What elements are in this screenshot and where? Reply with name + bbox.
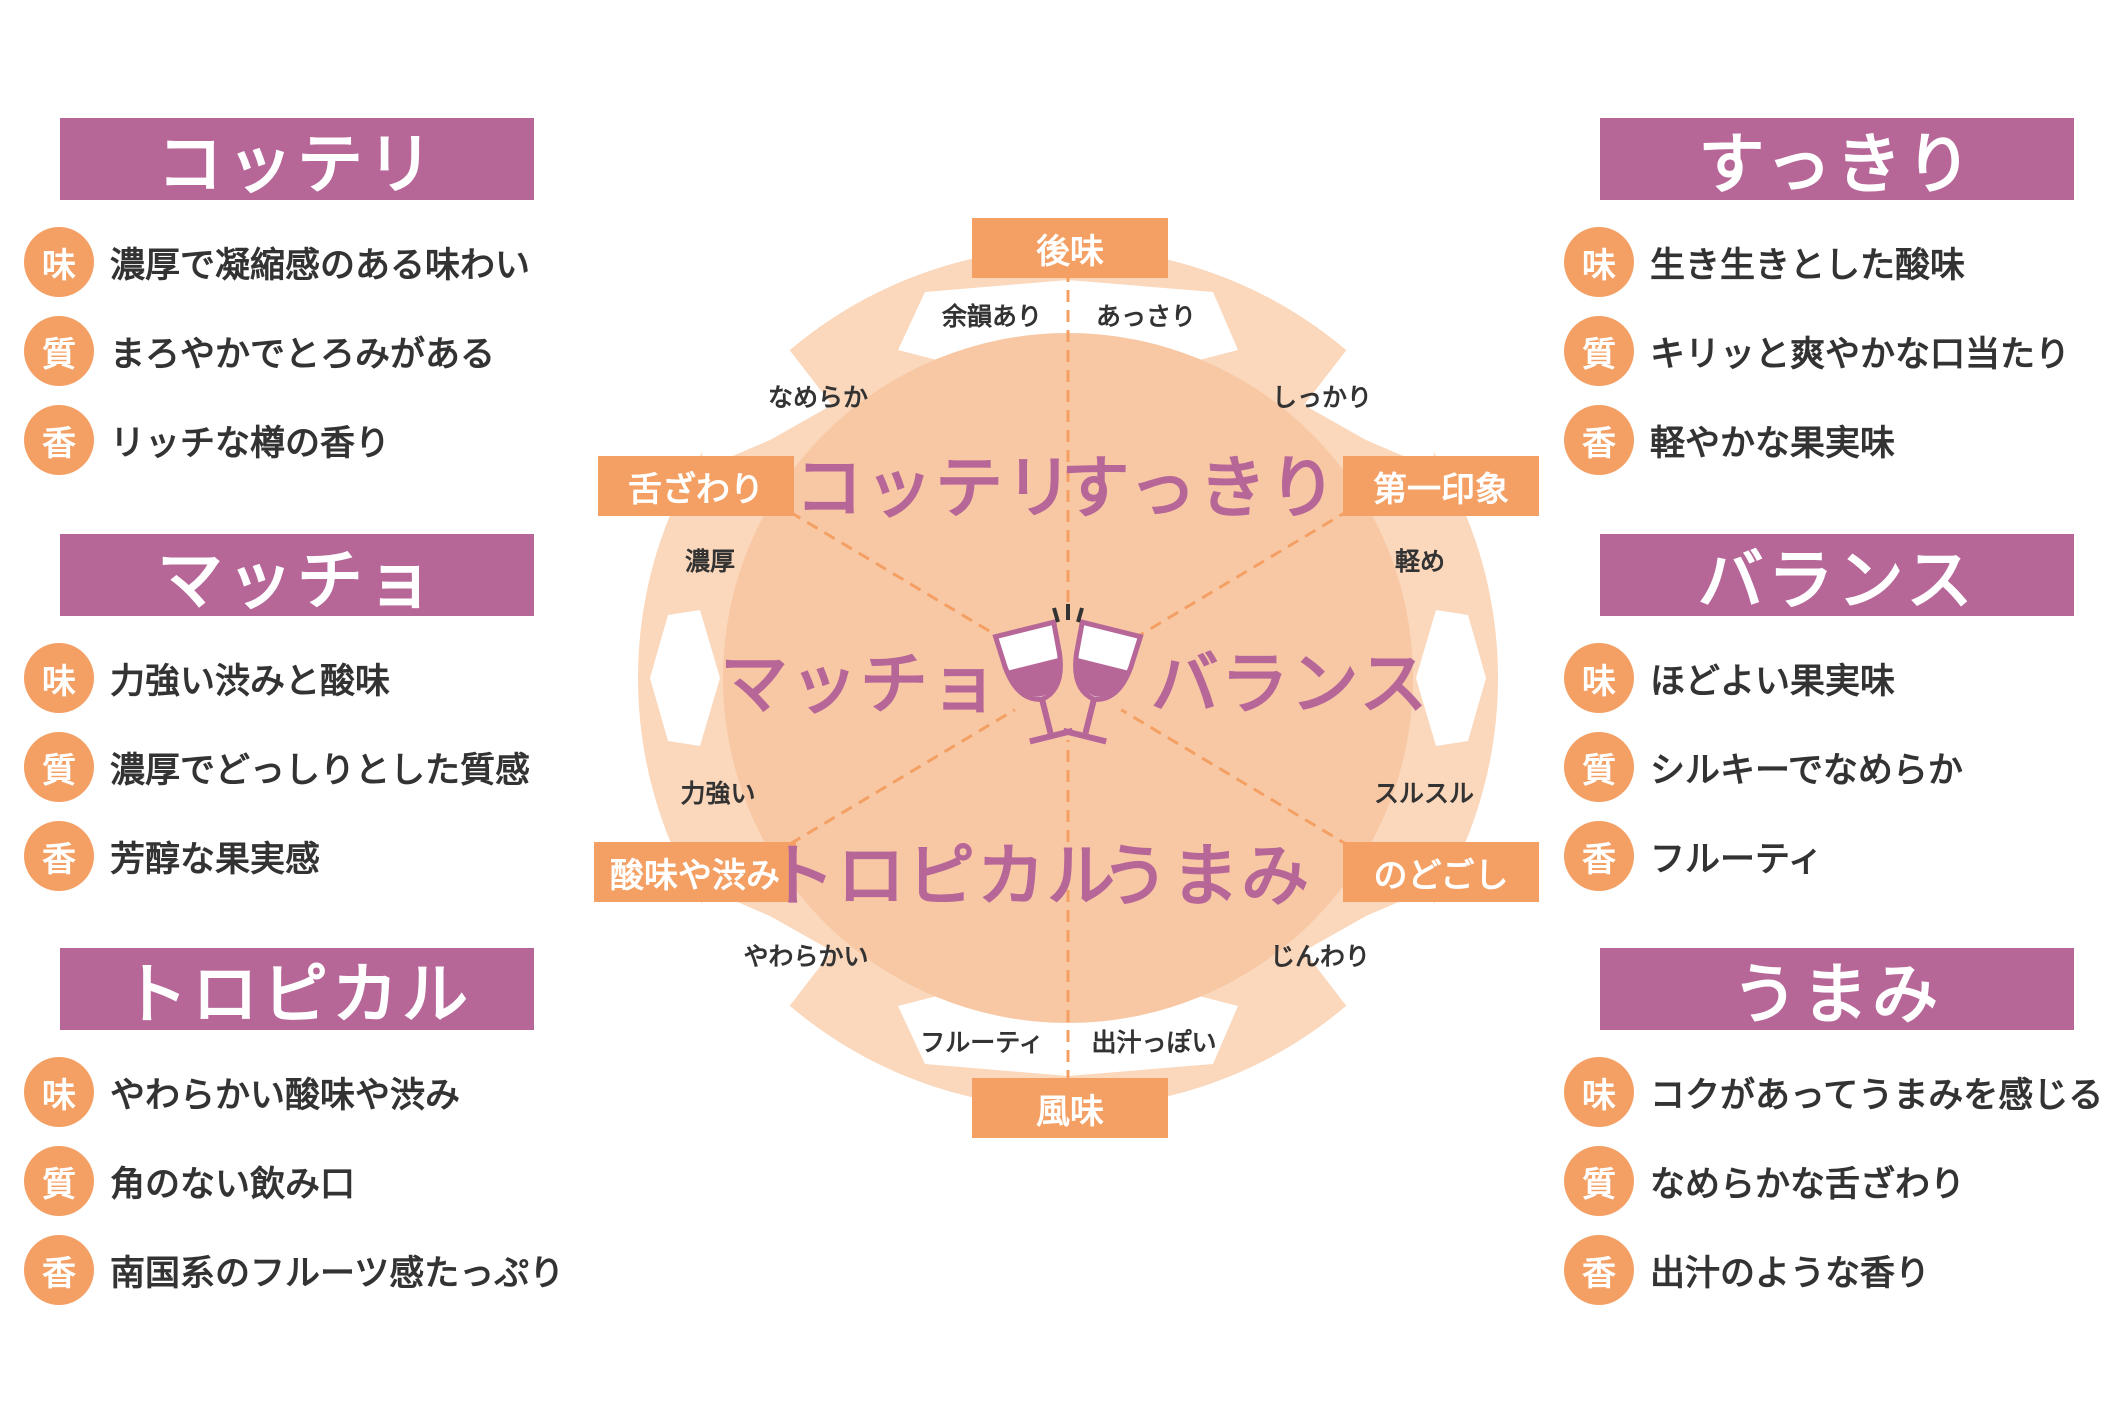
panel-title: マッチョ xyxy=(60,534,534,619)
sublabel-lower-left-b: やわらかい xyxy=(743,942,869,971)
badge-texture: 質 xyxy=(24,1146,94,1216)
attr-text: 濃厚でどっしりとした質感 xyxy=(110,750,531,791)
attr-text: フルーティ xyxy=(1650,839,1823,880)
badge-aroma: 香 xyxy=(1564,405,1634,475)
badge-taste: 味 xyxy=(24,643,94,713)
badge-texture: 質 xyxy=(1564,316,1634,386)
attr-text: やわらかい酸味や渋み xyxy=(110,1075,461,1116)
attr-text: 芳醇な果実感 xyxy=(110,839,321,880)
badge-aroma: 香 xyxy=(1564,1235,1634,1305)
sublabel-bottom-right: 出汁っぽい xyxy=(1091,1028,1217,1057)
attr-row-aroma: 香芳醇な果実感 xyxy=(24,820,320,892)
attr-text: 南国系のフルーツ感たっぷり xyxy=(110,1253,565,1294)
panel-title: すっきり xyxy=(1600,118,2074,203)
badge-aroma: 香 xyxy=(1564,821,1634,891)
attr-row-texture: 質キリッと爽やかな口当たり xyxy=(1564,315,2070,387)
badge-texture: 質 xyxy=(24,732,94,802)
sublabel-top-right: あっさり xyxy=(1095,302,1197,331)
attr-text: 軽やかな果実味 xyxy=(1650,423,1896,464)
sublabel-lower-left-a: 力強い xyxy=(680,779,756,808)
panel-title: コッテリ xyxy=(60,118,534,203)
segment-maccho: マッチョ xyxy=(719,645,1001,725)
axis-upper-right: 第一印象 xyxy=(1343,456,1539,516)
axis-upper-left: 舌ざわり xyxy=(598,456,794,516)
sublabel-upper-right-a: しっかり xyxy=(1271,383,1373,412)
panel-sukkiri: すっきり 味生き生きとした酸味 質キリッと爽やかな口当たり 香軽やかな果実味 xyxy=(1564,118,2126,478)
sublabel-upper-left-b: 濃厚 xyxy=(684,547,736,576)
attr-row-taste: 味やわらかい酸味や渋み xyxy=(24,1056,460,1128)
attr-row-aroma: 香リッチな樽の香り xyxy=(24,404,390,476)
badge-texture: 質 xyxy=(24,316,94,386)
badge-aroma: 香 xyxy=(24,821,94,891)
panel-title: うまみ xyxy=(1600,948,2074,1033)
wine-glasses-icon xyxy=(992,604,1144,745)
ring-notches xyxy=(650,280,1486,1076)
sublabel-bottom-left: フルーティ xyxy=(920,1028,1044,1057)
axis-lower-right: のどごし xyxy=(1343,842,1539,902)
badge-taste: 味 xyxy=(24,1057,94,1127)
attr-row-texture: 質まろやかでとろみがある xyxy=(24,315,495,387)
attr-row-taste: 味ほどよい果実味 xyxy=(1564,642,1895,714)
attr-row-taste: 味濃厚で凝縮感のある味わい xyxy=(24,226,530,298)
segment-balance: バランス xyxy=(1150,645,1430,725)
attr-row-texture: 質角のない飲み口 xyxy=(24,1145,355,1217)
attr-text: なめらかな舌ざわり xyxy=(1650,1164,1966,1205)
attr-text: リッチな樽の香り xyxy=(110,423,391,464)
segment-sukkiri: すっきり xyxy=(1061,449,1339,529)
panel-tropical: トロピカル 味やわらかい酸味や渋み 質角のない飲み口 香南国系のフルーツ感たっぷ… xyxy=(24,948,614,1308)
sublabel-lower-right-b: じんわり xyxy=(1269,942,1371,971)
badge-taste: 味 xyxy=(1564,1057,1634,1127)
attr-text: キリッと爽やかな口当たり xyxy=(1650,334,2071,375)
axis-lower-left: 酸味や渋み xyxy=(594,842,796,902)
attr-text: ほどよい果実味 xyxy=(1650,661,1896,702)
segment-tropical: トロピカル xyxy=(766,837,1118,917)
badge-taste: 味 xyxy=(1564,227,1634,297)
panel-balance: バランス 味ほどよい果実味 質シルキーでなめらか 香フルーティ xyxy=(1564,534,2126,894)
attr-row-texture: 質濃厚でどっしりとした質感 xyxy=(24,731,530,803)
badge-texture: 質 xyxy=(1564,1146,1634,1216)
attr-text: まろやかでとろみがある xyxy=(110,334,496,375)
attr-text: 生き生きとした酸味 xyxy=(1650,245,1966,286)
sublabel-lower-right-a: スルスル xyxy=(1373,779,1475,808)
panel-umami: うまみ 味コクがあってうまみを感じる 質なめらかな舌ざわり 香出汁のような香り xyxy=(1564,948,2126,1308)
attr-row-texture: 質なめらかな舌ざわり xyxy=(1564,1145,1965,1217)
attr-text: 力強い渋みと酸味 xyxy=(110,661,391,702)
attr-text: コクがあってうまみを感じる xyxy=(1650,1075,2104,1116)
attr-row-taste: 味生き生きとした酸味 xyxy=(1564,226,1965,298)
axis-bottom: 風味 xyxy=(972,1078,1168,1138)
attr-text: シルキーでなめらか xyxy=(1650,750,1963,791)
segment-kotteri: コッテリ xyxy=(794,449,1076,529)
badge-aroma: 香 xyxy=(24,405,94,475)
badge-taste: 味 xyxy=(1564,643,1634,713)
sublabel-upper-right-b: 軽め xyxy=(1394,547,1446,576)
attr-row-aroma: 香南国系のフルーツ感たっぷり xyxy=(24,1234,564,1306)
segment-umami: うまみ xyxy=(1100,837,1312,917)
attr-row-taste: 味コクがあってうまみを感じる xyxy=(1564,1056,2103,1128)
attr-text: 出汁のような香り xyxy=(1650,1253,1931,1294)
attr-text: 濃厚で凝縮感のある味わい xyxy=(110,245,531,286)
attr-row-aroma: 香フルーティ xyxy=(1564,820,1823,892)
sublabel-top-left: 余韻あり xyxy=(941,302,1043,331)
panel-title: バランス xyxy=(1600,534,2074,619)
attr-row-taste: 味力強い渋みと酸味 xyxy=(24,642,390,714)
panel-maccho: マッチョ 味力強い渋みと酸味 質濃厚でどっしりとした質感 香芳醇な果実感 xyxy=(24,534,614,894)
badge-texture: 質 xyxy=(1564,732,1634,802)
attr-row-aroma: 香出汁のような香り xyxy=(1564,1234,1930,1306)
attr-text: 角のない飲み口 xyxy=(110,1164,356,1205)
attr-row-aroma: 香軽やかな果実味 xyxy=(1564,404,1895,476)
sublabel-upper-left-a: なめらか xyxy=(767,383,869,412)
badge-taste: 味 xyxy=(24,227,94,297)
badge-aroma: 香 xyxy=(24,1235,94,1305)
panel-title: トロピカル xyxy=(60,948,534,1033)
attr-row-texture: 質シルキーでなめらか xyxy=(1564,731,1963,803)
axis-top: 後味 xyxy=(972,218,1168,278)
panel-kotteri: コッテリ 味濃厚で凝縮感のある味わい 質まろやかでとろみがある 香リッチな樽の香… xyxy=(24,118,614,478)
